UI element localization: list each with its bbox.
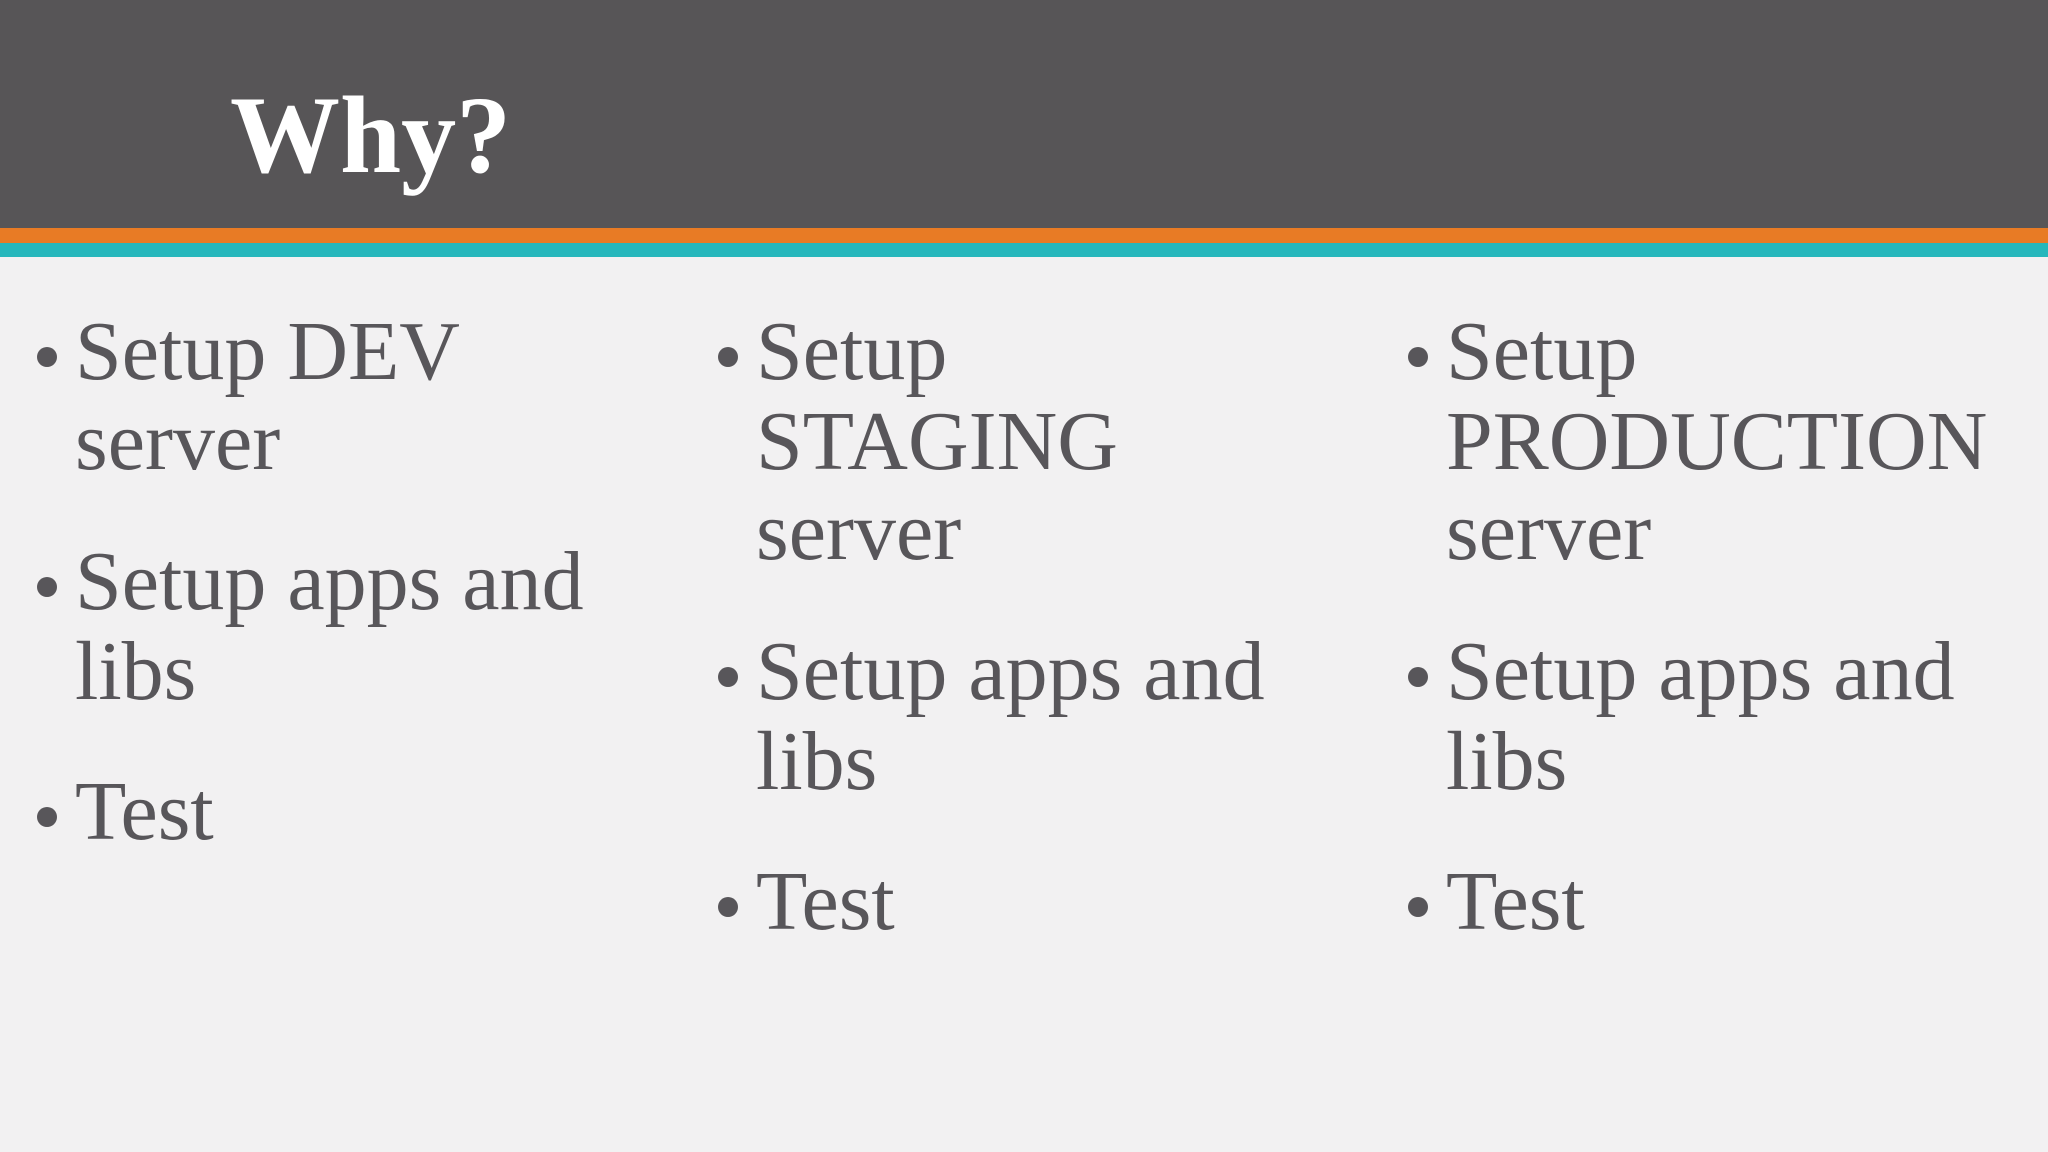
bullet-item: Test xyxy=(1406,857,2006,947)
orange-accent-stripe xyxy=(0,228,2048,243)
slide-title: Why? xyxy=(230,74,512,196)
teal-accent-stripe xyxy=(0,243,2048,257)
bullet-item: Setup apps and libs xyxy=(716,627,1316,807)
bullet-item: Setup PRODUCTION server xyxy=(1406,307,2006,577)
bullet-item: Test xyxy=(716,857,1316,947)
bullet-item: Setup STAGING server xyxy=(716,307,1316,577)
bullet-item: Setup DEV server xyxy=(35,307,635,487)
slide-header-band: Why? xyxy=(0,0,2048,228)
bullet-item: Setup apps and libs xyxy=(35,537,635,717)
bullet-item: Test xyxy=(35,767,635,857)
bullet-item: Setup apps and libs xyxy=(1406,627,2006,807)
